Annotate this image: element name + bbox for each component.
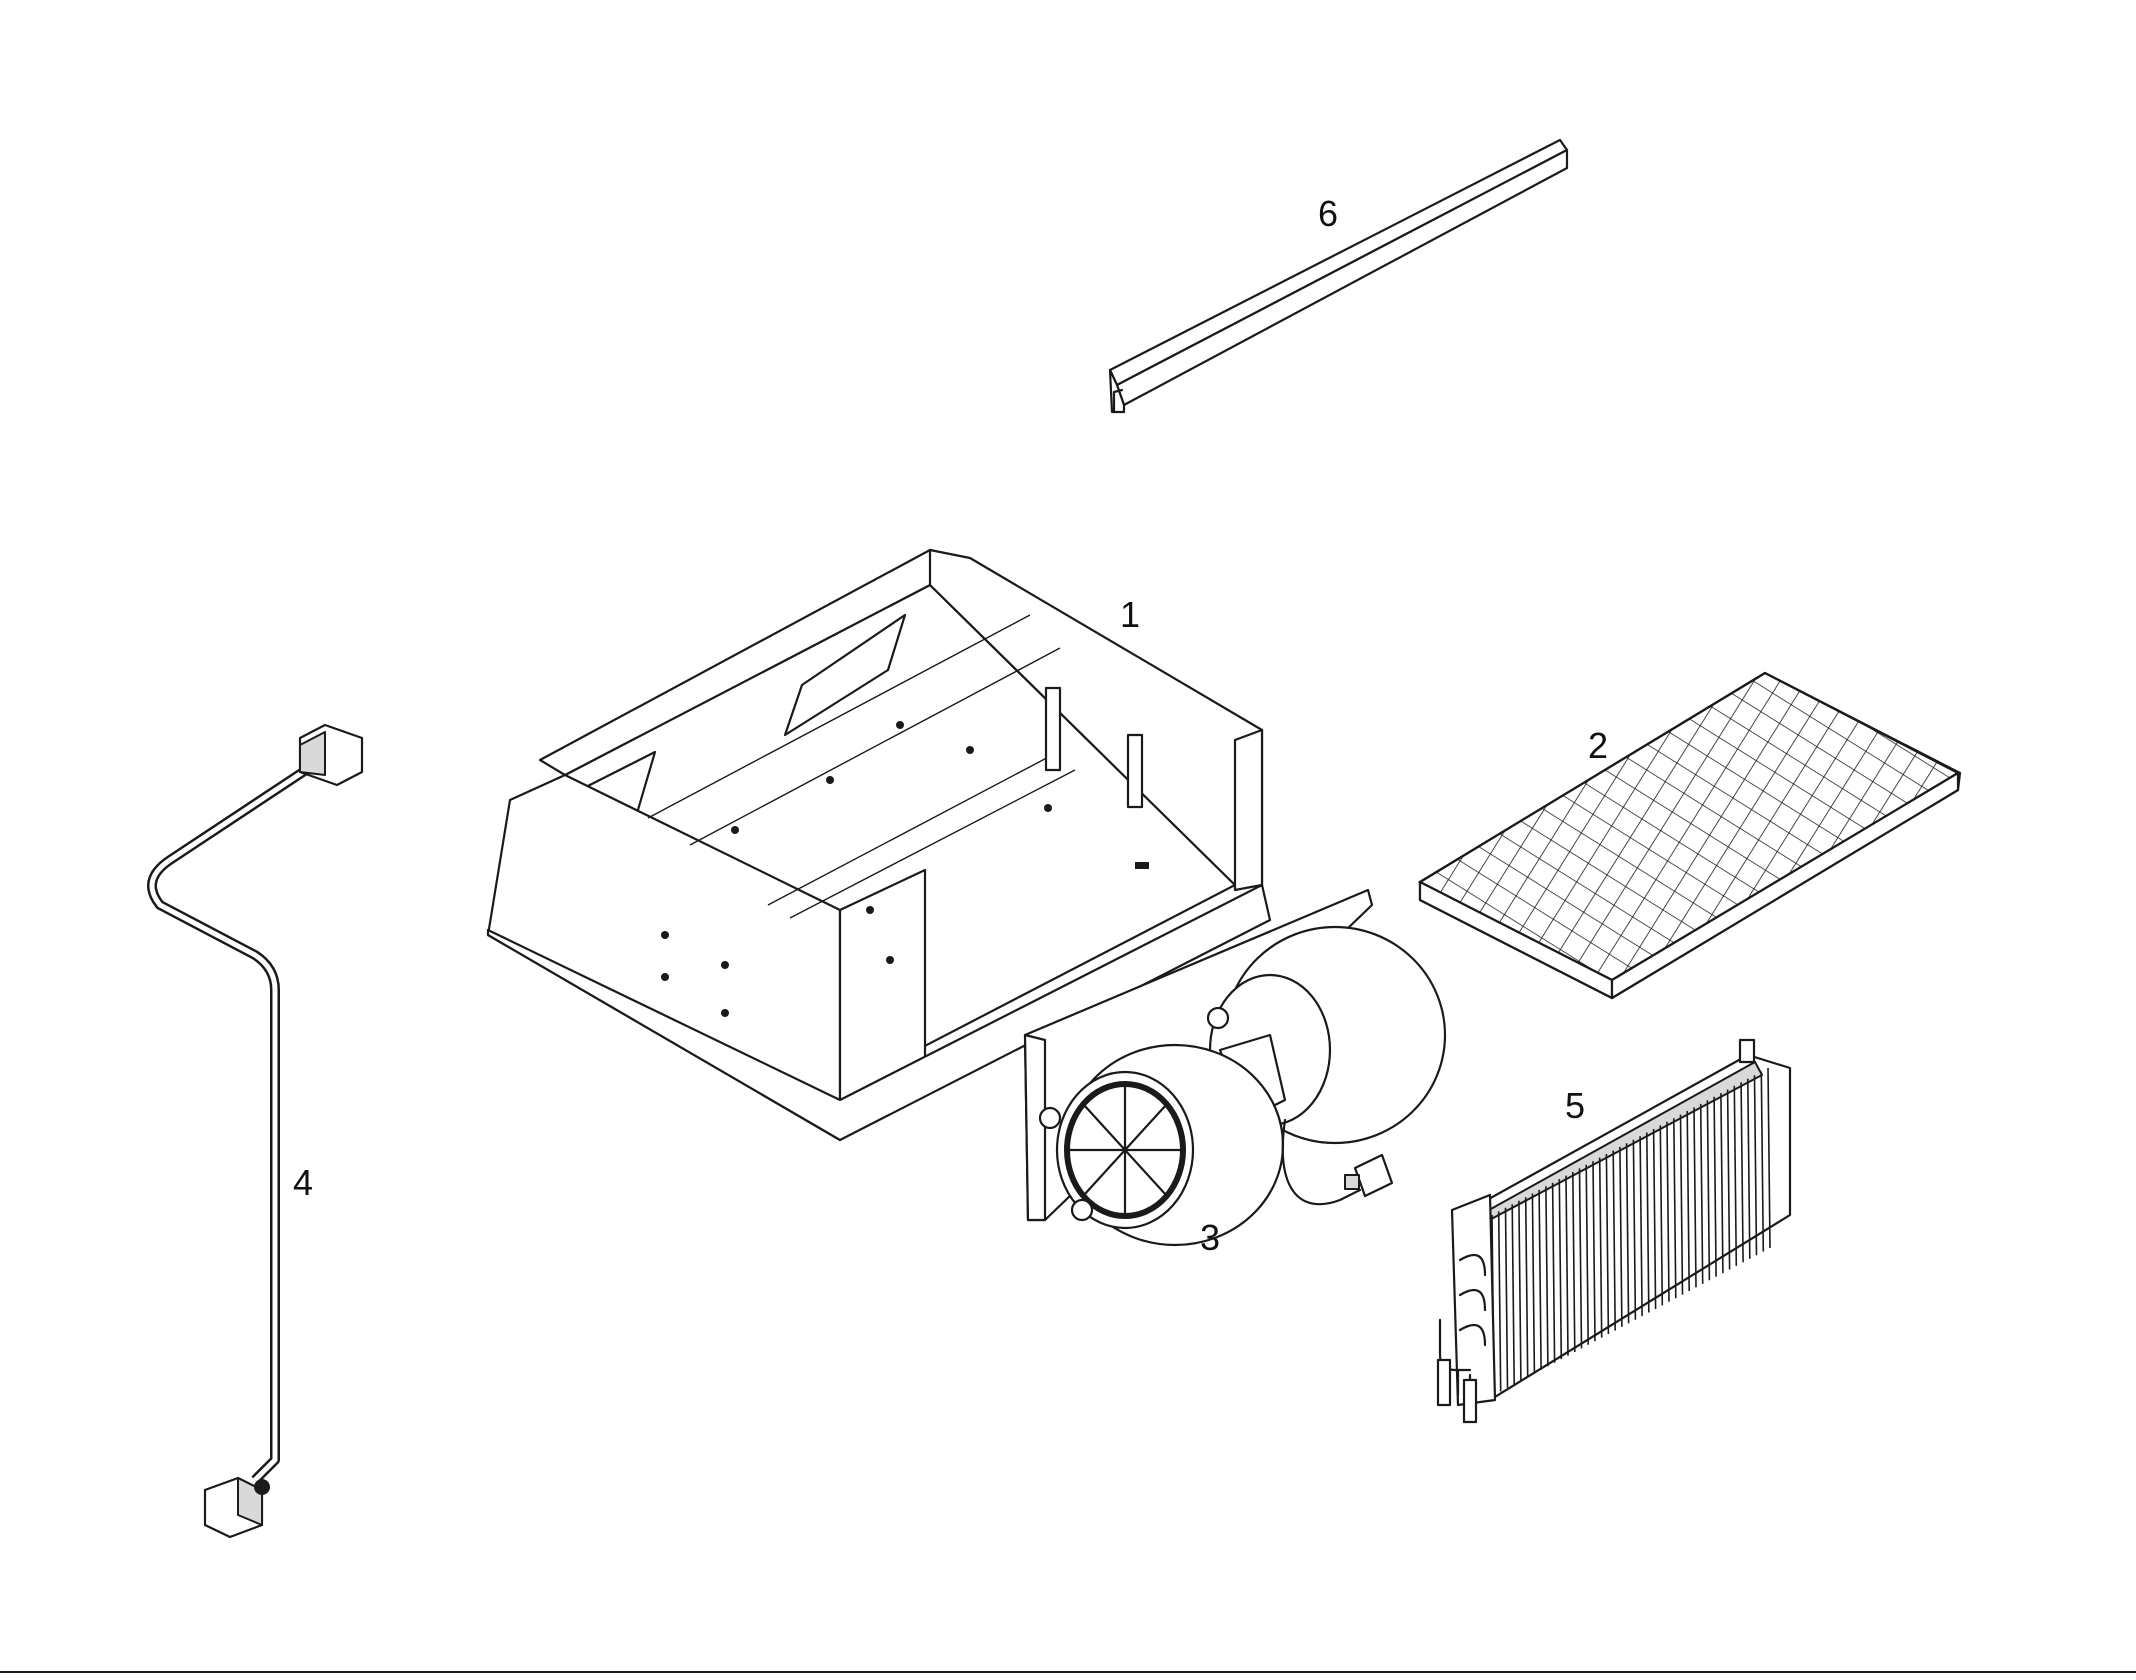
housing-tray-part <box>486 548 1272 1142</box>
callout-3: 3 <box>1200 1217 1220 1258</box>
coil-fin <box>1713 1096 1717 1277</box>
coil-fin <box>1760 1071 1765 1252</box>
coil-fin <box>1538 1189 1542 1370</box>
coil-fin <box>1524 1197 1529 1378</box>
coil-fin <box>1605 1153 1610 1335</box>
coil-fin <box>1666 1121 1670 1302</box>
blower-wheel-icon <box>1064 1081 1186 1219</box>
coil-fin <box>1558 1179 1563 1360</box>
trim-strip-part <box>1108 138 1569 414</box>
coil-fin <box>1673 1118 1677 1299</box>
coil-fin <box>1531 1193 1536 1374</box>
coil-fin <box>1612 1150 1616 1331</box>
callout-5: 5 <box>1565 1085 1585 1126</box>
coil-fin <box>1619 1146 1623 1327</box>
coil-fin <box>1504 1207 1509 1388</box>
coil-fin <box>1699 1103 1704 1284</box>
coil-fin <box>1592 1161 1596 1342</box>
coil-fin <box>1733 1085 1738 1266</box>
coil-fin <box>1511 1204 1515 1385</box>
coil-fin <box>1652 1128 1657 1310</box>
coil-fin <box>1625 1143 1630 1324</box>
coil-fin <box>1753 1075 1758 1256</box>
coil-fin <box>1767 1067 1771 1249</box>
coil-fin <box>1726 1089 1731 1270</box>
coil-fin <box>1598 1157 1603 1338</box>
coil-fin <box>1679 1114 1684 1295</box>
coil-fin <box>1585 1164 1589 1345</box>
coil-fin <box>1740 1082 1744 1263</box>
callout-4: 4 <box>293 1162 313 1203</box>
coil-fins <box>1491 1067 1771 1396</box>
coil-fin <box>1632 1139 1637 1320</box>
filter-screen-part <box>1417 671 1962 1000</box>
coil-fin <box>1693 1107 1697 1288</box>
coil-fin <box>1659 1125 1664 1306</box>
wire-harness-part <box>147 723 364 1539</box>
coil-fin <box>1551 1182 1556 1363</box>
coil-fin <box>1545 1186 1549 1367</box>
coil-fin <box>1720 1093 1724 1274</box>
callout-6: 6 <box>1318 193 1338 234</box>
coil-fin <box>1572 1171 1576 1353</box>
coil-fin <box>1518 1200 1522 1381</box>
heater-coil-part <box>1436 1038 1792 1424</box>
coil-fin <box>1565 1175 1569 1356</box>
coil-fin <box>1639 1136 1643 1317</box>
blower-assembly-part <box>1023 888 1447 1247</box>
callout-2: 2 <box>1588 725 1608 766</box>
coil-fin <box>1686 1110 1690 1292</box>
coil-fin <box>1578 1168 1583 1349</box>
coil-fin <box>1747 1078 1751 1259</box>
coil-fin <box>1706 1100 1711 1281</box>
callout-1: 1 <box>1120 594 1140 635</box>
coil-fin <box>1646 1132 1650 1313</box>
coil-fin <box>1497 1211 1502 1392</box>
